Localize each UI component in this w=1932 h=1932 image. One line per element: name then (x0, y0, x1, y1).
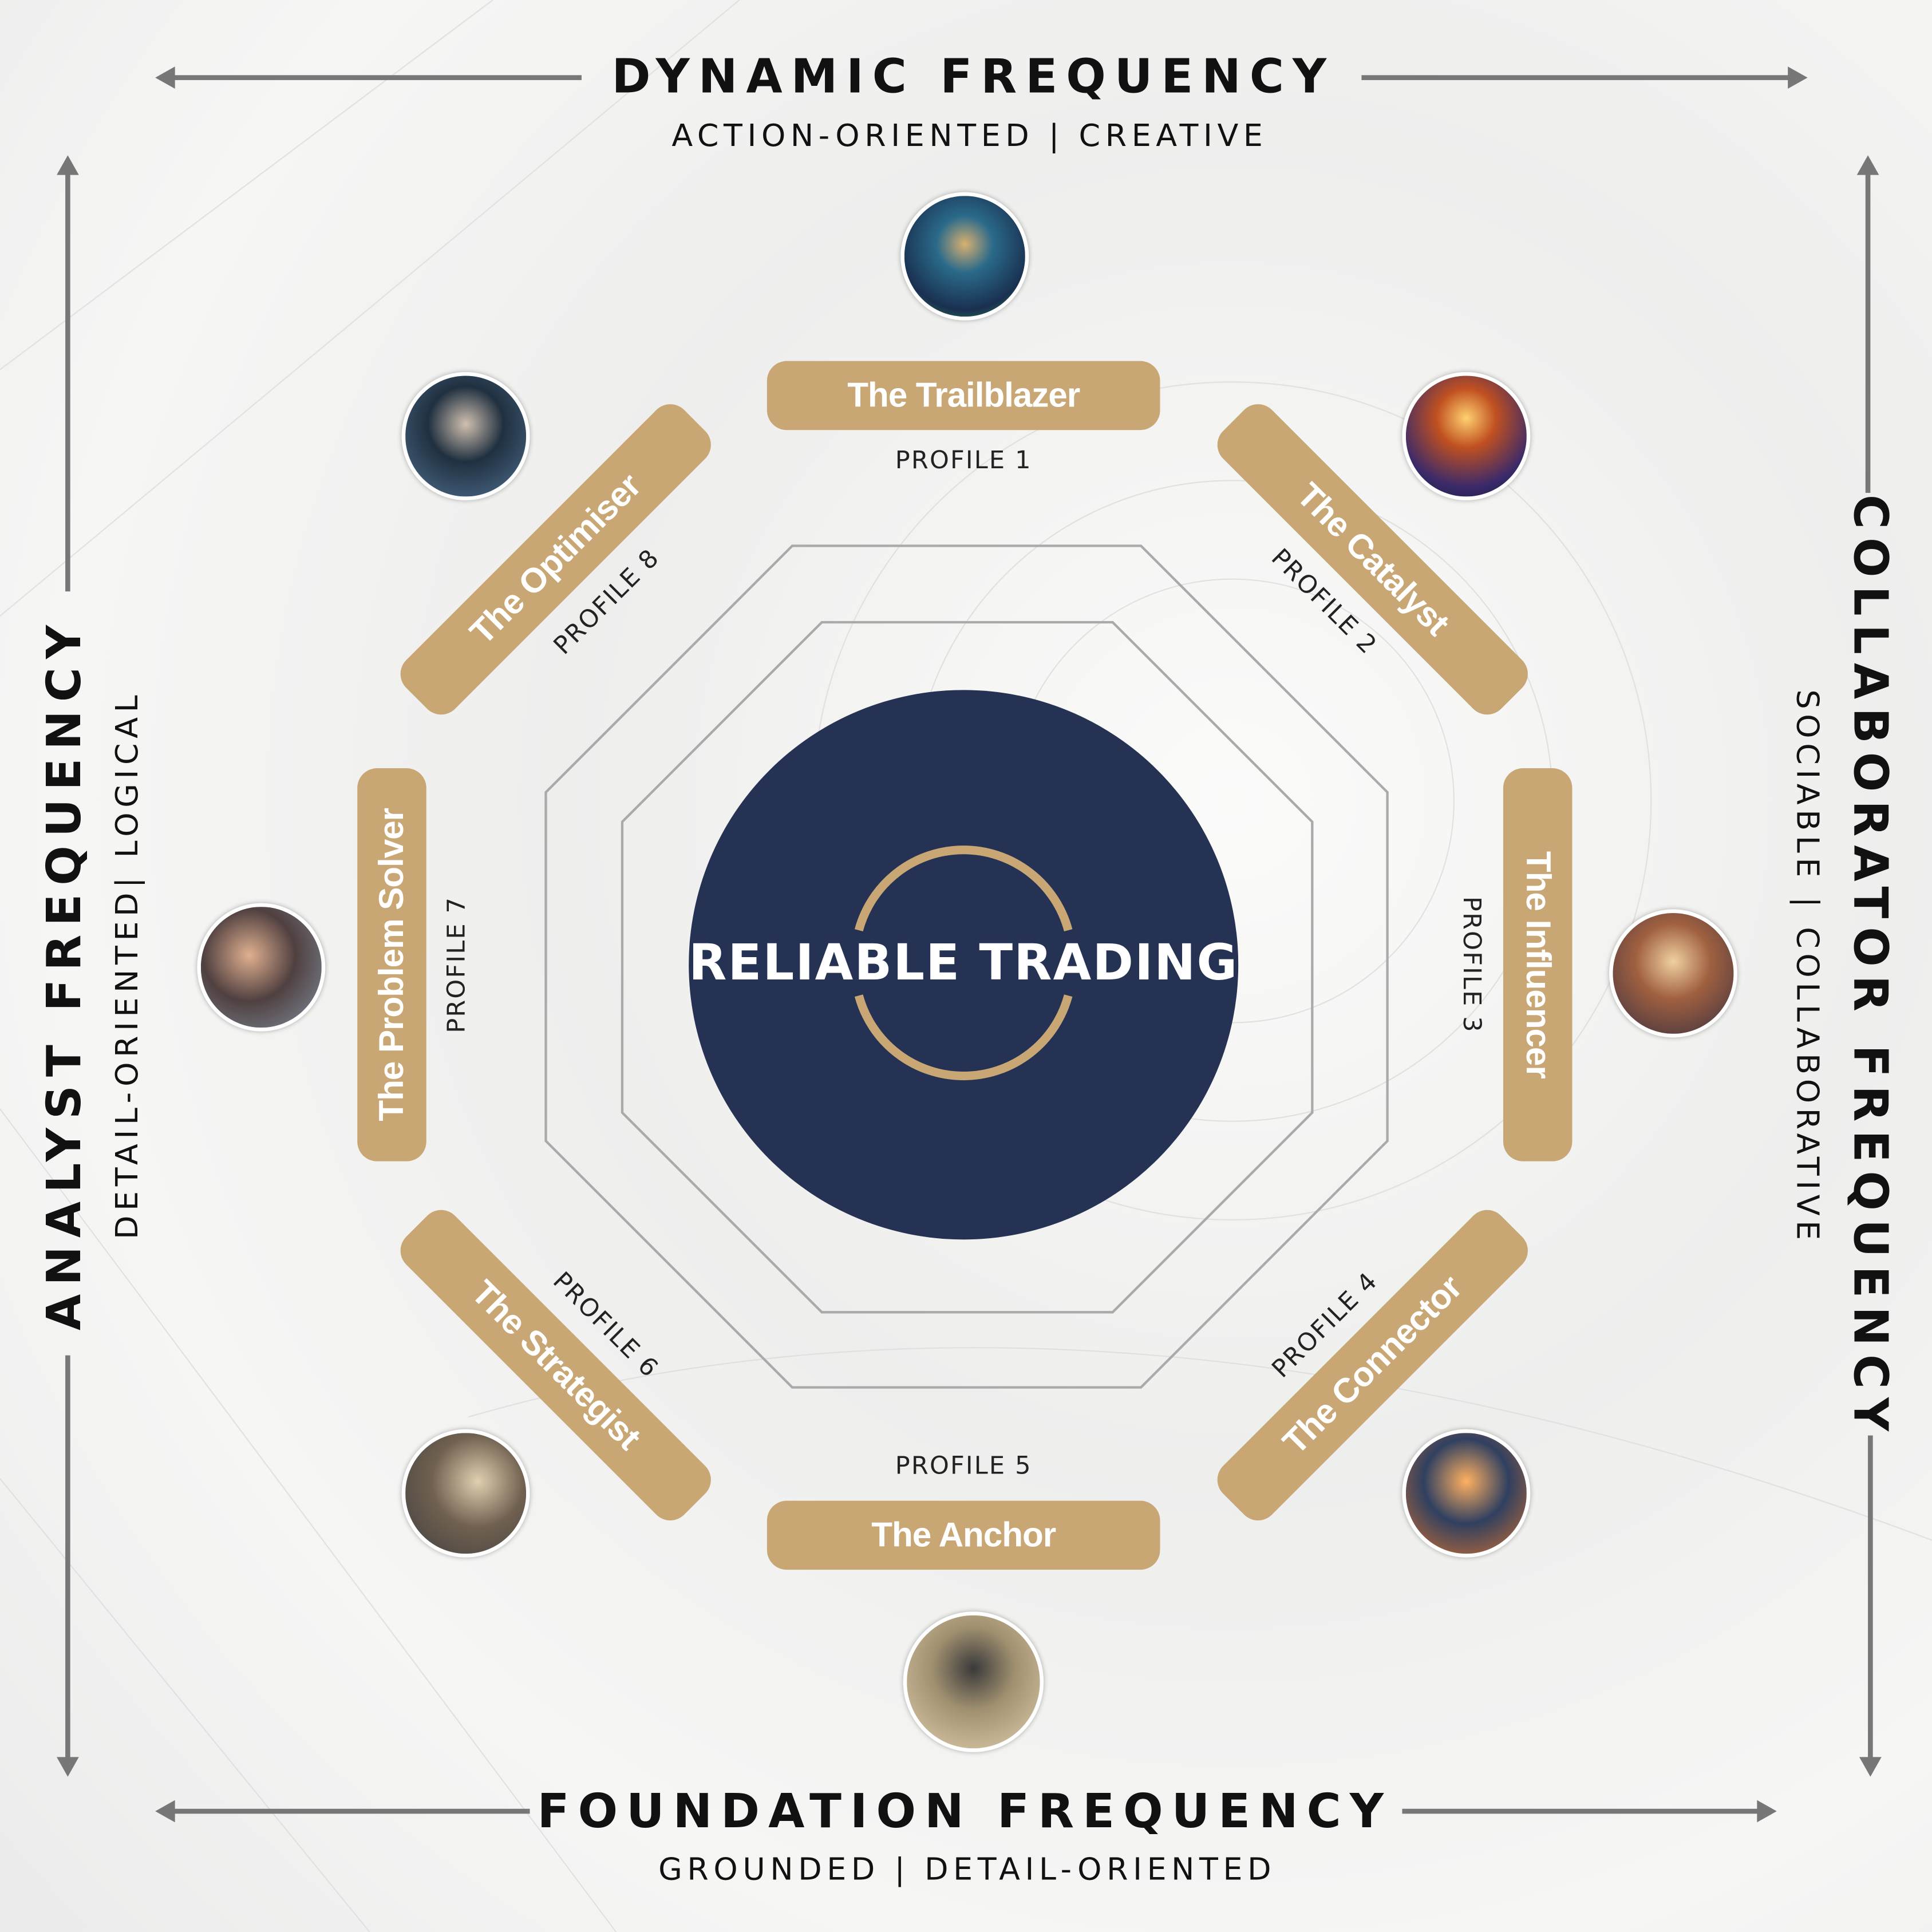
profile-label-7: PROFILE 7 (441, 896, 471, 1033)
arrow-bottom-left (160, 1808, 530, 1814)
avatar-optimiser (401, 372, 530, 500)
profile-pill-anchor[interactable]: The Anchor (767, 1500, 1160, 1570)
outer-octagon (544, 544, 1389, 1389)
arrow-left-top (65, 160, 70, 592)
avatar-connector (1402, 1429, 1531, 1558)
profile-label-1: PROFILE 1 (895, 445, 1032, 475)
left-axis-title: ANALYST FREQUENCY (37, 616, 92, 1331)
profile-label-3: PROFILE 3 (1457, 896, 1487, 1033)
avatar-problem-solver (197, 903, 326, 1032)
avatar-anchor (903, 1611, 1044, 1752)
logo-ring-top (854, 846, 1073, 932)
arrow-top-right (1361, 75, 1793, 80)
arrow-bottom-right (1402, 1808, 1762, 1814)
left-axis-subtitle: DETAIL-ORIENTED| LOGICAL (109, 690, 145, 1239)
avatar-catalyst (1402, 372, 1531, 500)
right-axis-subtitle: SOCIABLE | COLLABORATIVE (1789, 689, 1826, 1245)
logo-text: RELIABLE TRADING (689, 935, 1239, 992)
avatar-trailblazer (900, 192, 1029, 321)
bottom-axis-title: FOUNDATION FREQUENCY (537, 1784, 1393, 1839)
arrow-right-top (1865, 160, 1871, 493)
avatar-influencer (1609, 909, 1737, 1038)
arrow-right-bottom (1868, 1435, 1873, 1762)
inner-octagon (621, 621, 1314, 1314)
profile-pill-influencer[interactable]: The Influencer (1503, 768, 1573, 1161)
profile-pill-problem-solver[interactable]: The Problem Solver (357, 768, 426, 1161)
avatar-strategist (401, 1429, 530, 1558)
arrow-left-bottom (65, 1355, 70, 1762)
profile-label-5: PROFILE 5 (895, 1450, 1032, 1480)
logo-ring-bottom (854, 994, 1073, 1081)
top-axis-subtitle: ACTION-ORIENTED | CREATIVE (671, 117, 1268, 153)
top-axis-title: DYNAMIC FREQUENCY (611, 49, 1336, 104)
right-axis-title: COLLABORATOR FREQUENCY (1843, 494, 1898, 1440)
profile-pill-trailblazer[interactable]: The Trailblazer (767, 361, 1160, 430)
bottom-axis-subtitle: GROUNDED | DETAIL-ORIENTED (658, 1851, 1277, 1887)
arrow-top-left (160, 75, 582, 80)
center-circle (689, 690, 1239, 1240)
